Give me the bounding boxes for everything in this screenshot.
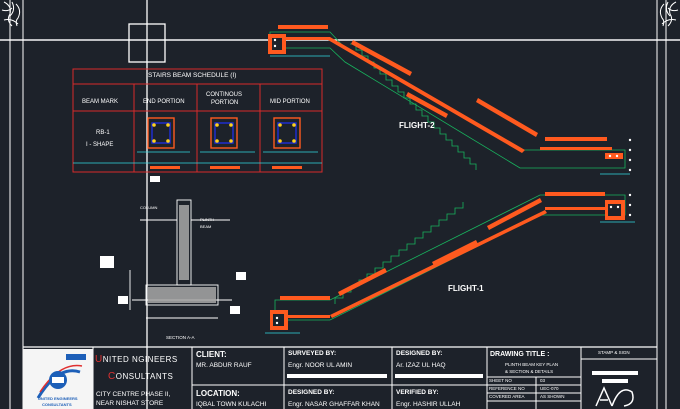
section-note-plinth: PLINTH <box>200 217 215 222</box>
designed-by-label: DESIGNED BY: <box>396 350 443 357</box>
location-label: LOCATION: <box>196 389 240 398</box>
covered-area-value: AS SHOWN <box>540 394 565 399</box>
schedule-col-continous-1: CONTINOUS <box>206 92 242 98</box>
drawing-title-label: DRAWING TITLE : <box>490 351 550 358</box>
section-note-column: COLUMN <box>140 205 158 210</box>
designed-by-value-2: Engr. NASAR GHAFFAR KHAN <box>288 401 380 408</box>
section-aa-detail[interactable] <box>100 176 246 319</box>
schedule-col-beam-mark: BEAM MARK <box>82 99 119 105</box>
schedule-title: STAIRS BEAM SCHEDULE (I) <box>148 72 237 79</box>
rebar-section-mid <box>263 117 318 169</box>
client-label: CLIENT: <box>196 350 227 359</box>
verified-by-value: Engr. HASHIR ULLAH <box>396 401 461 408</box>
company-initial-c: C <box>108 371 116 382</box>
corner-ornament-left-icon <box>1 1 21 27</box>
corner-ornament-right-icon <box>659 1 679 27</box>
rebar-section-continous <box>200 117 255 169</box>
reference-no-value: UEC-070 <box>540 386 559 391</box>
logo-text-1: UNITED ENGINEERS <box>38 396 78 401</box>
drawing-title-line2: & SECTION & DETAILS <box>505 369 554 374</box>
reference-no-label: REFERENCE NO <box>489 386 525 391</box>
flight-1-label: FLIGHT-1 <box>448 284 484 293</box>
company-address-1: CITY CENTRE PHASE II, <box>96 391 171 398</box>
section-caption: SECTION A-A <box>166 335 195 340</box>
surveyed-by-value: Engr. NOOR UL AMIN <box>288 362 353 369</box>
schedule-row-mark: RB-1 <box>96 130 110 136</box>
stamp-logo-icon <box>592 371 638 407</box>
stamp-sign-label: STAMP & SIGN <box>598 350 630 355</box>
drawing-title-line1: PLINTH BEAM KEY PLAN <box>505 362 559 367</box>
flight-1-staircase[interactable] <box>265 192 635 334</box>
surveyed-by-label: SURVEYED BY: <box>288 350 337 357</box>
company-initial-u: U <box>95 354 103 365</box>
client-value: MR. ABDUR RAUF <box>196 362 252 369</box>
logo-text-2: CONSULTANTS <box>42 402 72 407</box>
covered-area-label: COVERED AREA <box>489 394 525 399</box>
location-value: IQBAL TOWN KULACHI <box>196 401 267 408</box>
company-address-2: NEAR NISHAT STORE <box>96 400 164 407</box>
beam-schedule-table[interactable] <box>72 68 323 173</box>
section-note-beam: BEAM <box>200 224 212 229</box>
flight-2-label: FLIGHT-2 <box>399 121 435 130</box>
name-underlines <box>287 374 483 378</box>
schedule-col-mid-portion: MID PORTION <box>270 99 310 105</box>
company-logo-icon <box>23 349 93 409</box>
title-block <box>92 347 657 409</box>
schedule-row-shape: I - SHAPE <box>86 142 114 148</box>
designed-by-label-2: DESIGNED BY: <box>288 389 335 396</box>
rebar-section-end <box>137 117 190 169</box>
schedule-col-continous-2: PORTION <box>211 100 239 106</box>
sheet-no-value: 03 <box>540 378 546 383</box>
company-name-line1: UNITED NGINEERS <box>95 355 178 365</box>
company-name-line2: CONSULTANTS <box>108 372 173 382</box>
sheet-no-label: SHEET NO <box>489 378 512 383</box>
verified-by-label: VERIFIED BY: <box>396 389 439 396</box>
designed-by-value: Ar. IZAZ UL HAQ <box>396 362 446 369</box>
company-name-part1: NITED NGINEERS <box>102 355 178 364</box>
schedule-col-end-portion: END PORTION <box>143 99 185 105</box>
company-name-part2: ONSULTANTS <box>115 372 174 381</box>
flight-2-staircase[interactable] <box>268 25 632 175</box>
